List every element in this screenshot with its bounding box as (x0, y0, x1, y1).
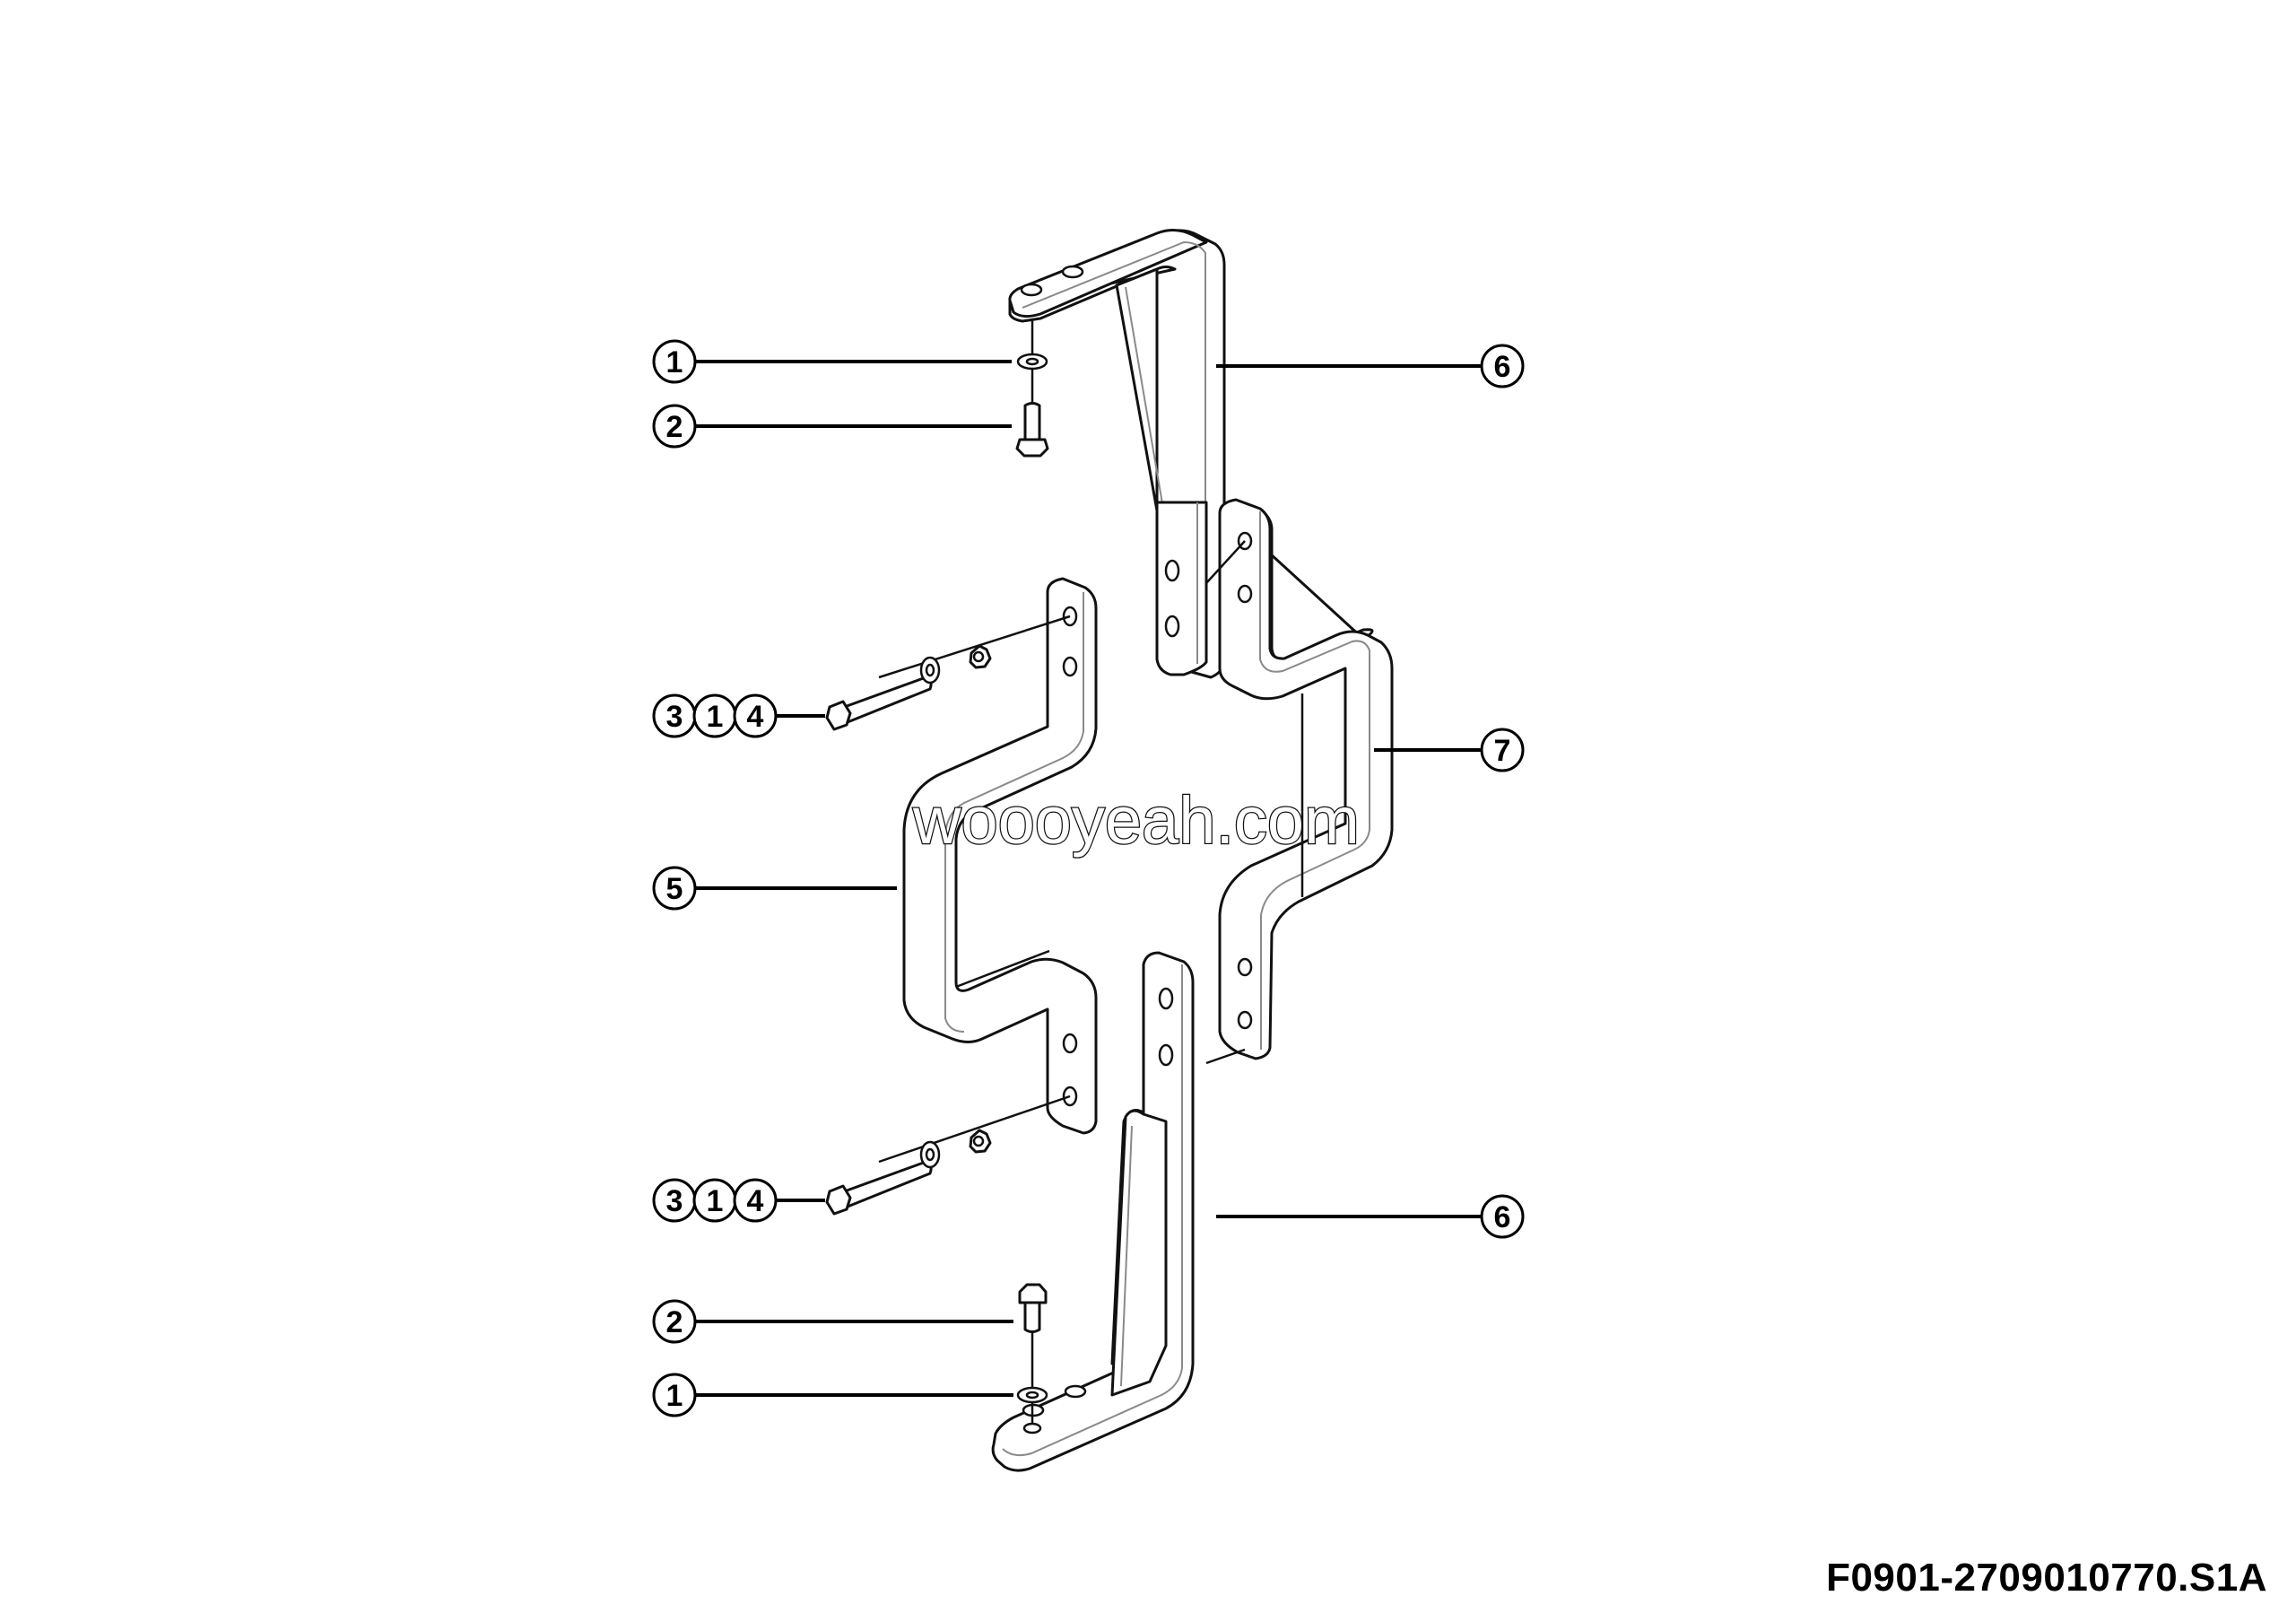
callout-c1-top: 1 (652, 339, 697, 384)
upper-horizontal-fasteners (825, 540, 1246, 731)
upper-l-bracket (1008, 229, 1226, 679)
svg-text:5: 5 (666, 872, 683, 906)
watermark-text: woooyeah.com (912, 783, 1360, 858)
svg-text:1: 1 (666, 1379, 683, 1413)
callout-c6-top: 6 (1480, 344, 1525, 388)
svg-text:1: 1 (707, 700, 724, 734)
callout-c1-upper: 1 (692, 693, 737, 738)
svg-text:3: 3 (666, 1184, 683, 1218)
left-z-bracket (902, 577, 1098, 1135)
svg-text:4: 4 (747, 700, 764, 734)
svg-text:1: 1 (666, 345, 683, 379)
callout-c4-upper: 4 (733, 693, 778, 738)
bolt-icon (1023, 402, 1041, 441)
svg-text:2: 2 (666, 1305, 683, 1339)
figure-id-label: F0901-2709010770.S1A (1826, 1556, 2267, 1600)
callout-c6-bottom: 6 (1480, 1194, 1525, 1239)
lower-horizontal-fasteners (825, 1048, 1246, 1216)
lower-l-bracket (991, 951, 1195, 1472)
callout-c7: 7 (1480, 728, 1525, 772)
bottom-fasteners (1016, 1283, 1048, 1435)
svg-text:6: 6 (1494, 1200, 1511, 1234)
callout-c4-lower: 4 (733, 1178, 778, 1223)
svg-text:1: 1 (707, 1184, 724, 1218)
callout-c2-top: 2 (652, 404, 697, 449)
svg-text:2: 2 (666, 410, 683, 444)
top-fasteners (1015, 318, 1049, 458)
callout-c1-bottom: 1 (652, 1373, 697, 1417)
svg-text:3: 3 (666, 700, 683, 734)
callout-c1-lower: 1 (692, 1178, 737, 1223)
callout-c2-bottom: 2 (652, 1299, 697, 1344)
svg-text:4: 4 (747, 1184, 764, 1218)
svg-text:6: 6 (1494, 350, 1511, 384)
callout-c5: 5 (652, 866, 697, 911)
svg-text:7: 7 (1494, 734, 1511, 768)
leader-lines (695, 360, 1482, 1397)
right-z-bracket (1218, 498, 1394, 1060)
callout-c3-lower: 3 (652, 1178, 697, 1223)
callout-c3-upper: 3 (652, 693, 697, 738)
